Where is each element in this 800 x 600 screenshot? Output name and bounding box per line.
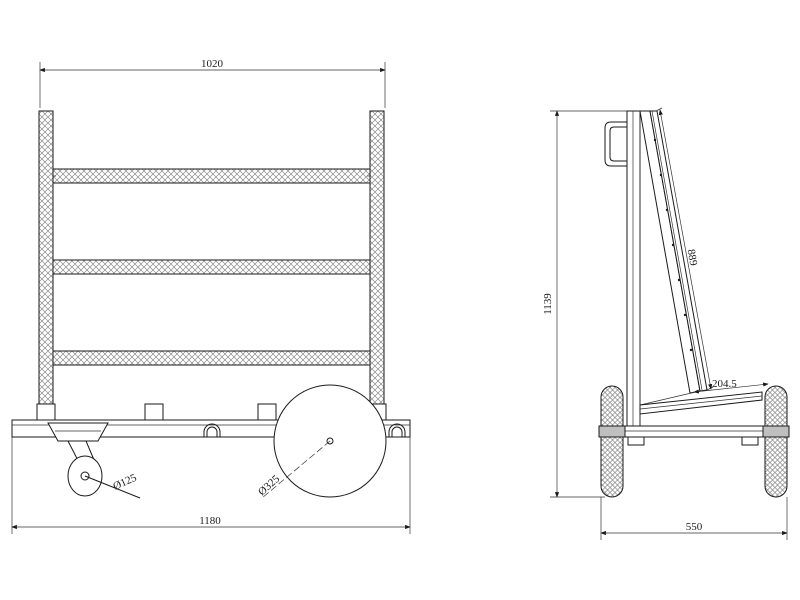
caster-assembly: Ø125 [47, 422, 141, 499]
dim-label-height: 1139 [542, 293, 554, 315]
side-base-beam [599, 425, 788, 438]
middle-rail [52, 259, 371, 275]
base-pad [257, 403, 277, 421]
dim-label-wheel: Ø325 [256, 473, 283, 499]
dimension-height: 1139 [542, 110, 640, 498]
side-mast [626, 110, 641, 427]
left-post [38, 110, 54, 408]
u-hook [203, 423, 221, 437]
base-pad [36, 403, 56, 421]
dimension-total-length: 1180 [11, 437, 411, 534]
dimension-slope: 889 [655, 107, 714, 391]
dim-label-slope: 889 [685, 248, 700, 267]
right-side-wheel [764, 385, 788, 498]
large-wheel: Ø325 [256, 384, 387, 499]
dim-label-caster: Ø125 [111, 472, 139, 493]
right-post [369, 110, 385, 408]
push-handle [604, 121, 627, 167]
top-rail [52, 168, 371, 184]
dim-label-ledge: 204.5 [712, 378, 737, 390]
dim-label-total-length: 1180 [199, 515, 221, 527]
front-view: 1020 Ø125 [11, 58, 411, 534]
left-side-wheel [600, 385, 624, 498]
sloped-frame [639, 110, 708, 426]
u-hook [388, 423, 406, 437]
dimension-front-width: 1020 [39, 58, 386, 108]
dim-label-side-width: 550 [686, 521, 703, 533]
base-pad [144, 403, 164, 421]
side-view: 1139 889 [542, 107, 790, 540]
dim-label-front-width: 1020 [201, 58, 224, 70]
bottom-ledge: 204.5 [639, 378, 769, 415]
bottom-rail [52, 350, 371, 366]
dimension-side-width: 550 [600, 497, 788, 540]
